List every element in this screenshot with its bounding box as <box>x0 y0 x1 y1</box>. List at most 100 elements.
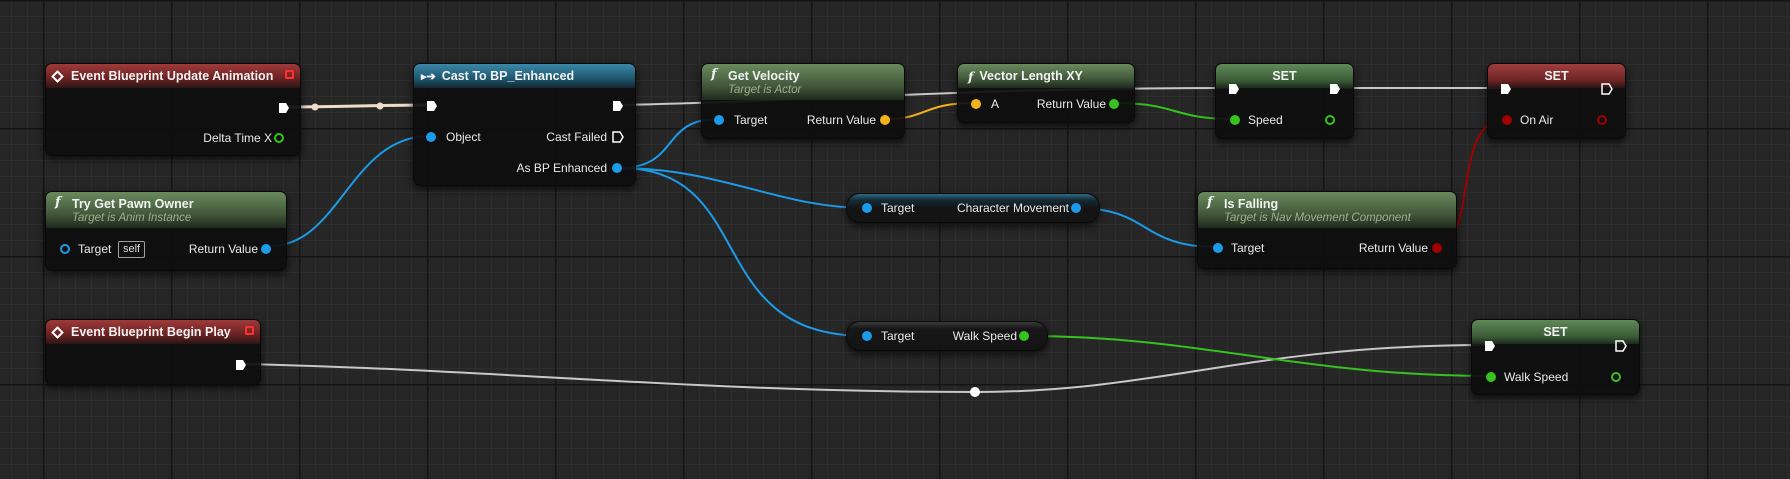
exec-out-pin[interactable] <box>235 359 247 371</box>
vector-length-xy-node[interactable]: f Vector Length XY A Return Value <box>957 63 1135 123</box>
event-diamond-icon <box>51 69 64 83</box>
set-walk-speed-node[interactable]: SET Walk Speed <box>1471 319 1640 395</box>
node-title: Event Blueprint Begin Play <box>71 325 231 339</box>
object-in-pin[interactable] <box>862 203 872 213</box>
float-wire-walkspeed-to-set <box>1026 335 1492 377</box>
self-input-field[interactable]: self <box>118 241 146 258</box>
node-header: ▸➔ Cast To BP_Enhanced <box>414 64 635 88</box>
object-out-pin[interactable] <box>1071 203 1081 213</box>
bool-in-pin[interactable] <box>1502 115 1512 125</box>
pin-label-return-value: Return Value <box>1036 97 1106 111</box>
object-in-pin[interactable] <box>1213 243 1223 253</box>
function-icon: f <box>711 67 717 82</box>
reroute-knot <box>376 102 384 110</box>
float-in-pin[interactable] <box>1486 372 1496 382</box>
bool-out-pin[interactable] <box>1597 115 1607 125</box>
delegate-square-icon[interactable] <box>245 326 254 335</box>
object-out-pin[interactable] <box>261 244 271 254</box>
bool-out-pin[interactable] <box>1432 243 1442 253</box>
exec-out-pin[interactable] <box>1615 340 1627 352</box>
pin-label-walk-speed: Walk Speed <box>952 329 1017 343</box>
try-get-pawn-owner-node[interactable]: f Try Get Pawn Owner Target is Anim Inst… <box>45 191 287 271</box>
exec-in-pin[interactable] <box>1228 83 1240 95</box>
object-wire-cast-to-charmove <box>618 167 867 209</box>
node-header: Event Blueprint Begin Play <box>46 320 260 344</box>
pin-label-a: A <box>991 97 1000 111</box>
float-out-pin[interactable] <box>1019 331 1029 341</box>
pin-label-return-value: Return Value <box>188 242 258 256</box>
float-out-pin[interactable] <box>1611 372 1621 382</box>
set-speed-node[interactable]: SET Speed <box>1215 63 1354 139</box>
node-header: f Is Falling Target is Nav Movement Comp… <box>1198 192 1456 228</box>
pin-label-on-air: On Air <box>1520 113 1554 127</box>
exec-in-pin[interactable] <box>426 100 438 112</box>
object-wire-cast-to-walkspeed <box>618 167 867 337</box>
node-header: f Try Get Pawn Owner Target is Anim Inst… <box>46 192 286 228</box>
node-header: Event Blueprint Update Animation <box>46 64 300 88</box>
object-in-pin[interactable] <box>714 115 724 125</box>
exec-in-pin[interactable] <box>1484 340 1496 352</box>
node-title: SET <box>1544 69 1569 83</box>
node-subtitle: Target is Nav Movement Component <box>1224 211 1411 224</box>
float-out-pin[interactable] <box>1325 115 1335 125</box>
pin-label-target: Target <box>734 113 768 127</box>
pin-label-walk-speed: Walk Speed <box>1504 370 1569 384</box>
exec-out-pin[interactable] <box>1601 83 1613 95</box>
set-on-air-node[interactable]: SET On Air <box>1487 63 1626 139</box>
pin-label-return-value: Return Value <box>806 113 876 127</box>
node-title: Is Falling <box>1224 196 1279 211</box>
pin-label-target: Target <box>881 201 915 215</box>
reroute-knot <box>311 103 319 111</box>
event-update-animation-node[interactable]: Event Blueprint Update Animation Delta T… <box>45 63 301 156</box>
exec-cast-failed-pin[interactable] <box>612 131 624 143</box>
pin-label-delta-time: Delta Time X <box>203 131 272 145</box>
exec-wire-update-to-cast <box>282 103 431 109</box>
object-in-pin[interactable] <box>60 244 70 254</box>
vector-in-pin[interactable] <box>971 99 981 109</box>
is-falling-node[interactable]: f Is Falling Target is Nav Movement Comp… <box>1197 191 1457 269</box>
function-icon: f <box>968 68 974 84</box>
pin-label-return-value: Return Value <box>1358 241 1428 255</box>
pin-label-object: Object <box>446 130 481 144</box>
pin-label-as-bp-enhanced: As BP Enhanced <box>516 161 607 175</box>
node-title: SET <box>1272 69 1297 83</box>
object-out-pin[interactable] <box>612 163 622 173</box>
cast-to-node[interactable]: ▸➔ Cast To BP_Enhanced Object Cast Faile… <box>413 63 636 186</box>
pin-label-target: Target <box>881 329 915 343</box>
object-in-pin[interactable] <box>862 331 872 341</box>
exec-out-pin[interactable] <box>278 102 290 114</box>
exec-out-pin[interactable] <box>1329 83 1341 95</box>
node-title: Event Blueprint Update Animation <box>71 69 274 83</box>
node-header: SET <box>1472 320 1639 344</box>
pin-label-character-movement: Character Movement <box>956 201 1069 215</box>
get-velocity-node[interactable]: f Get Velocity Target is Actor Target Re… <box>701 63 905 139</box>
node-subtitle: Target is Actor <box>728 83 802 96</box>
walk-speed-getter-node[interactable]: Target Walk Speed <box>846 321 1048 351</box>
node-header: f Vector Length XY <box>958 64 1134 88</box>
node-title: Try Get Pawn Owner <box>72 196 194 211</box>
object-in-pin[interactable] <box>426 132 436 142</box>
pin-label-speed: Speed <box>1248 113 1283 127</box>
event-begin-play-node[interactable]: Event Blueprint Begin Play <box>45 319 261 385</box>
node-title: Vector Length XY <box>979 69 1083 83</box>
exec-wire-begin-to-set-walk-speed <box>245 344 1489 394</box>
pin-label-target: Target <box>1231 241 1265 255</box>
character-movement-getter-node[interactable]: Target Character Movement <box>846 193 1100 223</box>
delegate-square-icon[interactable] <box>285 70 294 79</box>
node-title: Get Velocity <box>728 68 800 83</box>
function-icon: f <box>55 195 61 210</box>
exec-in-pin[interactable] <box>1500 83 1512 95</box>
cast-arrow-icon: ▸➔ <box>421 70 436 83</box>
vector-out-pin[interactable] <box>880 115 890 125</box>
float-out-pin[interactable] <box>1109 99 1119 109</box>
node-header: f Get Velocity Target is Actor <box>702 64 904 100</box>
function-icon: f <box>1207 195 1213 210</box>
exec-out-pin[interactable] <box>612 100 624 112</box>
pin-label-target: Target <box>78 242 112 256</box>
float-out-pin[interactable] <box>274 133 284 143</box>
event-diamond-icon <box>51 325 64 339</box>
float-in-pin[interactable] <box>1230 115 1240 125</box>
node-title: Cast To BP_Enhanced <box>441 69 575 83</box>
node-title: SET <box>1543 325 1568 339</box>
pin-label-cast-failed: Cast Failed <box>546 130 607 144</box>
